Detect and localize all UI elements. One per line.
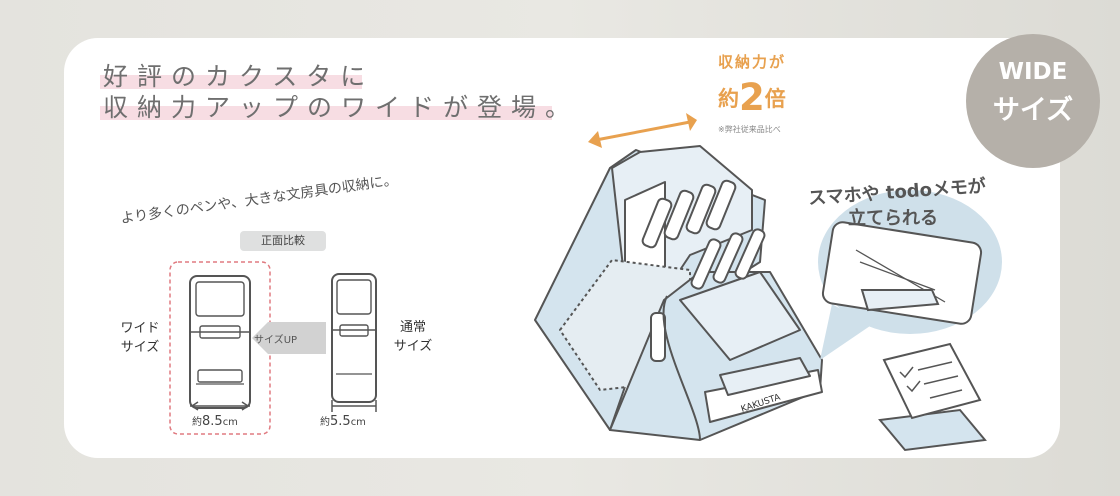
- width-arrow-icon: [588, 113, 697, 148]
- wide-label-line-2: サイズ: [120, 340, 160, 355]
- headline-highlight: [100, 75, 362, 89]
- wide-dimension: 約8.5cm: [192, 413, 238, 429]
- wide-size-badge: WIDE サイズ: [966, 34, 1100, 168]
- wide-dim-value: 8.5: [202, 414, 223, 429]
- memo-stand-icon: [878, 342, 987, 452]
- normal-label-line-1: 通常: [399, 320, 426, 335]
- capacity-footnote: ※弊社従来品比べ: [718, 125, 781, 134]
- front-comparison-pill: 正面比較: [240, 231, 326, 251]
- headline-highlight: [100, 106, 552, 120]
- normal-dim-unit: cm: [350, 417, 366, 428]
- headline-line-1: 好評のカクスタに: [103, 62, 375, 91]
- stand-feature-text: スマホや todoメモが 立てられる: [808, 176, 987, 230]
- normal-dim-value: 5.5: [330, 414, 351, 429]
- speech-line-2: 立てられる: [848, 208, 938, 229]
- capacity-prefix: 約: [718, 87, 739, 111]
- pen-case-illustration: KAKUSTA: [534, 145, 823, 441]
- normal-case-diagram: [331, 273, 377, 412]
- capacity-value: 約2倍: [718, 76, 786, 119]
- capacity-number: 2: [739, 76, 765, 119]
- size-up-label: サイズUP: [254, 335, 298, 346]
- normal-dim-prefix: 約: [320, 417, 330, 428]
- phone-icon: [821, 221, 983, 325]
- wide-dim-unit: cm: [222, 417, 238, 428]
- headline-line-2: 収納力アップのワイドが登場。: [103, 93, 580, 122]
- size-up-arrow: [252, 322, 326, 354]
- capacity-caption: 収納力が: [718, 53, 787, 71]
- wide-case-diagram: [169, 261, 271, 435]
- normal-label-line-2: サイズ: [393, 339, 433, 354]
- wide-dim-prefix: 約: [192, 417, 202, 428]
- normal-size-label: 通常 サイズ: [383, 318, 443, 356]
- normal-dimension: 約5.5cm: [320, 413, 366, 429]
- wide-label-line-1: ワイド: [120, 321, 160, 336]
- capacity-suffix: 倍: [764, 87, 786, 111]
- wide-size-label: ワイド サイズ: [110, 319, 170, 357]
- badge-line-2: サイズ: [992, 95, 1074, 126]
- badge-line-1: WIDE: [998, 59, 1068, 85]
